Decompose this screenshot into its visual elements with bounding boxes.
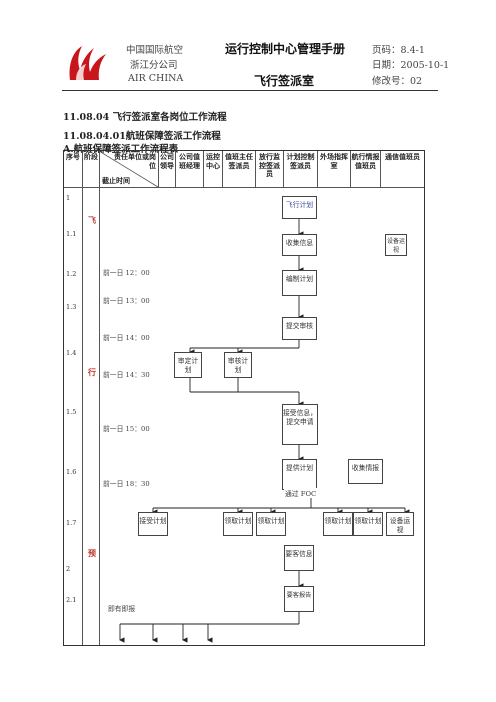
- header-role-2: 运控中心: [206, 152, 220, 170]
- header-role-5: 计划控制签派员: [286, 152, 315, 170]
- header-responsible: 责任单位或岗位: [114, 152, 156, 170]
- deadline-time: 前一日 13：00: [103, 297, 150, 305]
- company-branch: 浙江分公司: [130, 60, 178, 71]
- table-title: A.航班保障签派工作流程表: [63, 144, 179, 155]
- deadline-time: 前一日 12：00: [103, 269, 150, 277]
- row-number: 1.1: [66, 230, 77, 238]
- page-number: 页码：8.4-1: [372, 45, 425, 56]
- box-get-plan: 领取计划: [223, 512, 253, 536]
- header-role-4: 放行监控签派员: [259, 152, 280, 179]
- header-deadline: 截止时间: [102, 176, 130, 185]
- box-submit-review: 提交审核: [282, 317, 317, 340]
- phase-label: 行: [88, 367, 96, 377]
- box-equipment-status: 设备运视: [385, 234, 407, 256]
- box-collect-info: 收集信息: [282, 234, 317, 256]
- row-number: 2: [66, 565, 71, 573]
- phase-label: 飞: [88, 215, 96, 225]
- header-role-8: 通信值班员: [385, 152, 420, 161]
- section-heading: 11.08.04 飞行签派室各岗位工作流程: [63, 112, 227, 123]
- row-number: 1.7: [66, 519, 77, 527]
- header-role-6: 外场指挥室: [320, 152, 348, 170]
- deadline-time: 前一日 18：30: [103, 480, 150, 488]
- deadline-time: 前一日 15：00: [103, 425, 150, 433]
- box-equipment-status-2: 设备运视: [386, 512, 414, 536]
- row-number: 1.3: [66, 303, 77, 311]
- phase-label: 预: [88, 548, 96, 558]
- box-approve-plan: 审定计划: [174, 352, 202, 378]
- manual-title: 运行控制中心管理手册: [225, 42, 346, 56]
- row-number: 1: [66, 194, 71, 202]
- box-flight-plan: 飞行计划: [282, 196, 317, 219]
- workflow-table: 序号 阶段 责任单位或岗位 截止时间 公司领导 公司值班经理 运控中心 值班主任…: [63, 150, 425, 646]
- box-make-plan: 编制计划: [282, 270, 317, 296]
- box-receive-info: 接受信息，提交申请: [282, 404, 318, 445]
- header-rule: [62, 90, 438, 91]
- company-english: AIR CHINA: [128, 73, 184, 84]
- box-provide-plan: 提供计划: [282, 459, 317, 490]
- header-phase: 阶段: [84, 152, 98, 161]
- row-number: 1.5: [66, 408, 77, 416]
- box-get-plan: 领取计划: [256, 512, 286, 536]
- row-number: 2.1: [66, 596, 77, 604]
- box-backup-info: 要客信息: [284, 545, 314, 571]
- row-number: 1.2: [66, 270, 77, 278]
- box-get-plan: 领取计划: [353, 512, 383, 536]
- row-number: 1.6: [66, 468, 77, 476]
- header-diagonal: [99, 151, 159, 188]
- revision-number: 修改号：02: [372, 76, 423, 87]
- air-china-logo: [62, 40, 110, 84]
- header-role-7: 航行情报值班员: [351, 152, 380, 170]
- subsection-heading: 11.08.04.01航班保障签派工作流程: [63, 131, 221, 142]
- phoenix-logo-icon: [69, 46, 106, 80]
- header-role-0: 公司领导: [160, 152, 174, 170]
- box-collect-intel: 收集情报: [348, 459, 383, 484]
- deadline-time: 即有即报: [108, 605, 136, 613]
- box-receive-plan: 接受计划: [138, 512, 168, 536]
- issue-date: 日期：2005-10-1: [372, 60, 450, 71]
- department-title: 飞行签派室: [254, 74, 315, 88]
- deadline-time: 前一日 14：30: [103, 371, 150, 379]
- header-role-1: 公司值班经理: [179, 152, 200, 170]
- company-name: 中国国际航空: [126, 45, 184, 56]
- header-role-3: 值班主任签派员: [225, 152, 253, 170]
- box-review-plan: 审核计划: [224, 352, 252, 378]
- deadline-time: 前一日 14：00: [103, 334, 150, 342]
- via-foc-label: 通过 FOC: [284, 488, 318, 498]
- box-get-plan: 领取计划: [323, 512, 353, 536]
- box-backup-report: 要客报告: [284, 586, 314, 612]
- row-number: 1.4: [66, 349, 77, 357]
- header-seq: 序号: [66, 152, 80, 161]
